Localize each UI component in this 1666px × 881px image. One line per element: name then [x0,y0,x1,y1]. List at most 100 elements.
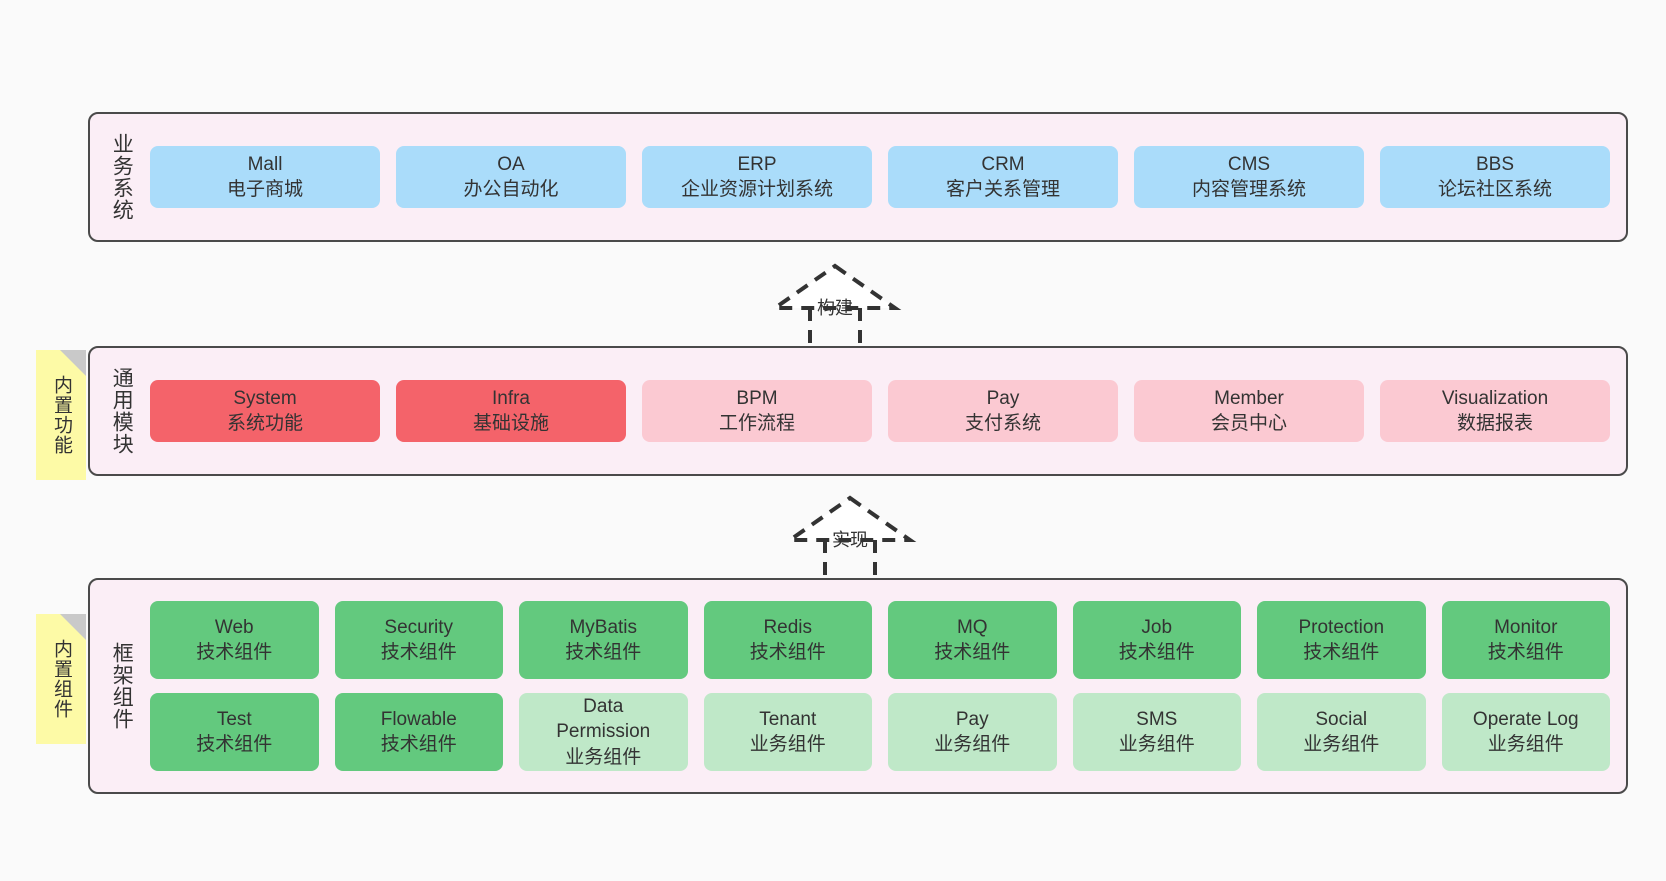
node-cms[interactable]: CMS 内容管理系统 [1134,145,1364,209]
node-label-en: System [233,387,297,409]
node-tenant[interactable]: Tenant 业务组件 [703,693,872,771]
node-label-en: Flowable [380,708,457,730]
node-test[interactable]: Test 技术组件 [150,693,319,771]
node-label-cn: 客户关系管理 [945,179,1060,200]
connector-label-build: 构建 [817,298,853,318]
node-label-cn: 论坛社区系统 [1437,179,1552,200]
node-redis[interactable]: Redis 技术组件 [703,601,872,679]
node-label-en: Operate Log [1472,708,1579,730]
node-label-en: Test [216,708,252,730]
node-label-en: OA [497,153,525,175]
node-label-cn: 数据报表 [1456,413,1533,434]
node-label-en: Redis [763,616,813,638]
node-label-en: Data Permission [556,696,651,743]
row: System 系统功能 Infra 基础设施 BPM 工作流程 Pay 支付系统… [150,379,1610,443]
node-label-cn: 技术组件 [1118,642,1195,663]
node-label-cn: 技术组件 [565,642,642,663]
node-mq[interactable]: MQ 技术组件 [888,601,1057,679]
node-label-cn: 内容管理系统 [1191,179,1306,200]
node-label-cn: 业务组件 [749,734,826,755]
node-label-cn: 支付系统 [964,413,1041,434]
node-label-cn: 业务组件 [565,746,642,768]
node-bbs[interactable]: BBS 论坛社区系统 [1380,145,1610,209]
node-social[interactable]: Social 业务组件 [1257,693,1426,771]
node-label-cn: 系统功能 [226,413,303,434]
layer-title-common-module: 通用模块 [110,367,134,455]
node-label-cn: 技术组件 [380,642,457,663]
node-erp[interactable]: ERP 企业资源计划系统 [642,145,872,209]
node-label-cn: 企业资源计划系统 [680,179,833,200]
layer-title-framework-component: 框架组件 [110,642,134,730]
node-label-cn: 业务组件 [934,734,1011,755]
node-label-en: Member [1214,387,1284,409]
layer-common-module[interactable]: 通用模块 System 系统功能 Infra 基础设施 BPM 工作流程 Pay… [88,346,1628,476]
node-label-en: Social [1315,708,1368,730]
node-data-permission[interactable]: Data Permission 业务组件 [519,693,688,771]
note-fold-corner-icon [60,350,86,376]
sticky-note-label: 内置组件 [51,639,73,719]
node-job[interactable]: Job 技术组件 [1072,601,1241,679]
connector-label-implement: 实现 [832,530,868,550]
connector-build: 构建 [755,258,915,348]
node-pay-component[interactable]: Pay 业务组件 [888,693,1057,771]
node-visualization[interactable]: Visualization 数据报表 [1380,379,1610,443]
node-protection[interactable]: Protection 技术组件 [1257,601,1426,679]
node-label-en: Mall [247,153,283,175]
node-flowable[interactable]: Flowable 技术组件 [334,693,503,771]
node-label-cn: 技术组件 [749,642,826,663]
row: Test 技术组件 Flowable 技术组件 Data Permission … [150,693,1610,771]
sticky-note-builtin-component[interactable]: 内置组件 [36,614,86,744]
node-operate-log[interactable]: Operate Log 业务组件 [1441,693,1610,771]
node-label-en: Tenant [759,708,817,730]
node-mall[interactable]: Mall 电子商城 [150,145,380,209]
node-mybatis[interactable]: MyBatis 技术组件 [519,601,688,679]
layer-title-business-system: 业务系统 [110,133,134,221]
node-label-en: Pay [955,708,989,730]
layer-body-business-system: Mall 电子商城 OA 办公自动化 ERP 企业资源计划系统 CRM 客户关系… [140,114,1626,240]
layer-body-common-module: System 系统功能 Infra 基础设施 BPM 工作流程 Pay 支付系统… [140,348,1626,474]
node-monitor[interactable]: Monitor 技术组件 [1441,601,1610,679]
generalization-arrow-icon [768,263,902,348]
connector-implement: 实现 [770,490,930,580]
node-label-en: ERP [737,153,777,175]
node-label-en: Web [214,616,254,638]
node-label-en: Monitor [1494,616,1558,638]
node-infra[interactable]: Infra 基础设施 [396,379,626,443]
realization-arrow-icon [783,495,917,580]
node-sms[interactable]: SMS 业务组件 [1072,693,1241,771]
node-label-en: MyBatis [569,616,638,638]
node-label-en: Infra [491,387,531,409]
node-label-cn: 业务组件 [1487,734,1564,755]
node-label-en: Job [1141,616,1173,638]
layer-framework-component[interactable]: 框架组件 Web 技术组件 Security 技术组件 MyBatis 技术组件… [88,578,1628,794]
node-label-cn: 技术组件 [1487,642,1564,663]
node-label-en: SMS [1136,708,1178,730]
sticky-note-builtin-function[interactable]: 内置功能 [36,350,86,480]
layer-body-framework-component: Web 技术组件 Security 技术组件 MyBatis 技术组件 Redi… [140,580,1626,792]
node-label-cn: 技术组件 [196,642,273,663]
node-label-cn: 业务组件 [1118,734,1195,755]
node-label-en: Security [384,616,454,638]
node-label-cn: 会员中心 [1210,413,1287,434]
layer-business-system[interactable]: 业务系统 Mall 电子商城 OA 办公自动化 ERP 企业资源计划系统 CRM… [88,112,1628,242]
node-system[interactable]: System 系统功能 [150,379,380,443]
node-label-en: CRM [981,153,1025,175]
node-label-cn: 业务组件 [1303,734,1380,755]
node-label-cn: 技术组件 [934,642,1011,663]
node-pay-module[interactable]: Pay 支付系统 [888,379,1118,443]
node-member[interactable]: Member 会员中心 [1134,379,1364,443]
node-label-cn: 技术组件 [196,734,273,755]
node-web[interactable]: Web 技术组件 [150,601,319,679]
row: Mall 电子商城 OA 办公自动化 ERP 企业资源计划系统 CRM 客户关系… [150,145,1610,209]
node-label-cn: 基础设施 [472,413,549,434]
sticky-note-label: 内置功能 [51,375,73,455]
node-label-cn: 工作流程 [718,413,795,434]
node-security[interactable]: Security 技术组件 [334,601,503,679]
node-bpm[interactable]: BPM 工作流程 [642,379,872,443]
node-oa[interactable]: OA 办公自动化 [396,145,626,209]
row: Web 技术组件 Security 技术组件 MyBatis 技术组件 Redi… [150,601,1610,679]
node-label-cn: 电子商城 [226,179,303,200]
node-crm[interactable]: CRM 客户关系管理 [888,145,1118,209]
node-label-en: BBS [1475,153,1515,175]
